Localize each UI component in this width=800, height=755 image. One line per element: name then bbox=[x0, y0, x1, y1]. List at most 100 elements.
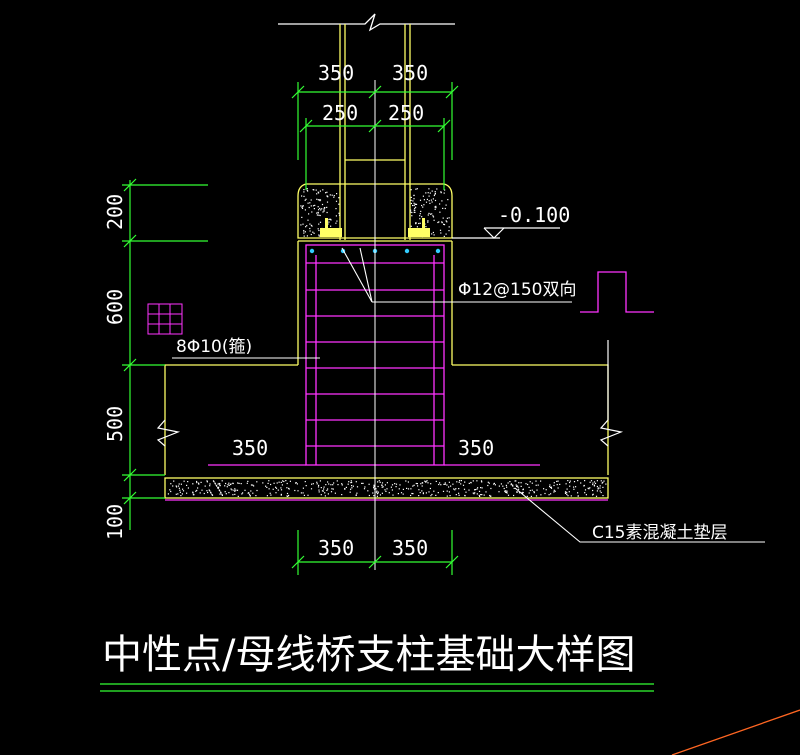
anchor-plates bbox=[320, 218, 430, 237]
speckle bbox=[326, 195, 328, 197]
elevation-label: -0.100 bbox=[498, 203, 570, 227]
speckle bbox=[565, 483, 567, 485]
speckle bbox=[439, 482, 441, 484]
speckle bbox=[440, 232, 442, 234]
speckle bbox=[446, 495, 448, 497]
speckle bbox=[596, 490, 598, 492]
speckle bbox=[432, 231, 434, 234]
speckle bbox=[355, 481, 357, 483]
speckle bbox=[410, 199, 412, 201]
speckle bbox=[557, 480, 559, 482]
speckle bbox=[478, 494, 480, 496]
speckle bbox=[227, 484, 229, 486]
dim-top-inner-left: 250 bbox=[322, 101, 358, 125]
speckle bbox=[216, 485, 218, 487]
speckle bbox=[288, 488, 290, 490]
speckle bbox=[307, 494, 309, 496]
speckle bbox=[423, 204, 425, 206]
rebar-leader bbox=[341, 247, 572, 303]
speckle bbox=[426, 480, 428, 482]
speckle bbox=[195, 490, 197, 492]
speckle bbox=[603, 480, 605, 482]
speckle bbox=[323, 488, 325, 490]
speckle bbox=[241, 493, 243, 495]
speckle bbox=[446, 217, 448, 219]
dim-footing-right: 350 bbox=[458, 436, 494, 460]
speckle bbox=[302, 492, 304, 494]
speckle bbox=[372, 492, 374, 494]
speckle bbox=[221, 480, 223, 482]
rebar-hook-symbol bbox=[580, 271, 654, 313]
speckle bbox=[268, 488, 270, 490]
speckle bbox=[400, 492, 403, 494]
speckle bbox=[312, 231, 314, 233]
dim-footing-left: 350 bbox=[232, 436, 268, 460]
speckle bbox=[322, 211, 324, 213]
speckle bbox=[302, 487, 304, 489]
speckle bbox=[197, 487, 199, 489]
speckle bbox=[411, 215, 413, 217]
speckle bbox=[183, 480, 185, 482]
speckle bbox=[320, 209, 322, 211]
speckle bbox=[219, 483, 221, 485]
speckle bbox=[328, 221, 330, 223]
speckle bbox=[327, 488, 329, 490]
speckle bbox=[440, 484, 442, 486]
speckle bbox=[468, 482, 470, 484]
speckle bbox=[319, 190, 321, 192]
speckle bbox=[322, 189, 324, 191]
speckle bbox=[240, 483, 242, 485]
speckle bbox=[391, 484, 394, 486]
speckle bbox=[270, 483, 272, 486]
speckle bbox=[503, 487, 505, 490]
speckle bbox=[453, 488, 455, 490]
speckle bbox=[596, 485, 598, 488]
speckle bbox=[326, 201, 329, 203]
speckle bbox=[507, 482, 509, 484]
speckle bbox=[515, 480, 517, 482]
speckle bbox=[477, 487, 479, 489]
speckle bbox=[384, 489, 386, 491]
speckle bbox=[530, 495, 532, 497]
speckle bbox=[505, 490, 507, 492]
speckle bbox=[381, 484, 383, 486]
speckle bbox=[445, 204, 447, 206]
speckle bbox=[444, 482, 446, 484]
speckle bbox=[361, 482, 363, 484]
speckle bbox=[206, 490, 208, 492]
speckle bbox=[379, 481, 381, 483]
title-underline bbox=[100, 683, 654, 692]
speckle bbox=[317, 199, 319, 201]
speckle bbox=[381, 492, 383, 494]
speckle bbox=[432, 198, 434, 200]
speckle bbox=[438, 221, 440, 223]
speckle bbox=[234, 490, 236, 492]
speckle bbox=[232, 494, 234, 496]
speckle bbox=[398, 488, 400, 490]
speckle bbox=[321, 203, 324, 206]
speckle bbox=[427, 214, 429, 216]
speckle bbox=[327, 481, 329, 483]
speckle bbox=[368, 494, 370, 497]
speckle bbox=[440, 191, 442, 193]
speckle bbox=[448, 486, 450, 488]
speckle bbox=[286, 492, 289, 495]
speckle bbox=[306, 188, 308, 190]
dim-left-200: 200 bbox=[103, 194, 127, 230]
speckle bbox=[531, 482, 533, 484]
speckle bbox=[334, 492, 336, 494]
speckle bbox=[480, 487, 482, 489]
speckle bbox=[307, 219, 309, 221]
speckle bbox=[481, 494, 483, 496]
speckle bbox=[444, 483, 446, 485]
speckle bbox=[386, 482, 388, 484]
speckle bbox=[450, 485, 452, 487]
speckle bbox=[421, 485, 423, 487]
speckle bbox=[182, 488, 184, 490]
speckle bbox=[256, 481, 258, 483]
speckle bbox=[314, 204, 316, 206]
speckle bbox=[601, 482, 603, 484]
speckle bbox=[394, 483, 396, 485]
speckle bbox=[308, 213, 310, 215]
speckle bbox=[549, 484, 551, 486]
